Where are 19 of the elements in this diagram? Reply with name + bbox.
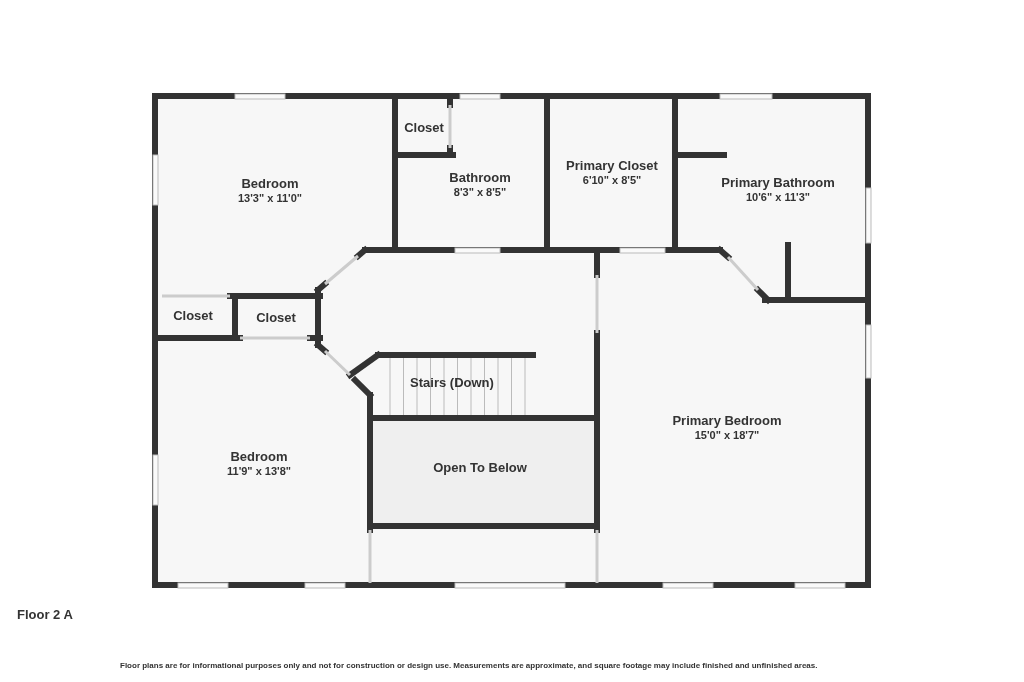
room-name: Closet [256,309,296,327]
room-name: Closet [404,119,444,137]
room-dimensions: 6'10" x 8'5" [582,174,642,188]
room-dimensions: 8'3" x 8'5" [453,186,507,200]
room-name: Primary Closet [566,158,658,175]
room-name: Primary Bathroom [721,175,835,192]
room-name: Bathroom [449,170,511,187]
room-dimensions: 10'6" x 11'3" [746,191,810,205]
room-name: Stairs (Down) [410,374,494,392]
room-name: Primary Bedroom [672,413,782,430]
room-name: Bedroom [230,449,288,466]
room-name: Closet [173,307,213,325]
disclaimer-note: Floor plans are for informational purposes only and not for construction or design use. Measurements are approximate, and square footage may include finished and unfinished areas. [120,660,818,672]
room-name: Open To Below [433,459,527,477]
room-dimensions: 15'0" x 18'7" [694,429,760,443]
room-dimensions: 11'9" x 13'8" [227,465,291,479]
room-dimensions: 13'3" x 11'0" [238,192,302,206]
room-name: Bedroom [241,176,299,193]
floor-label: Floor 2 A [17,606,73,624]
